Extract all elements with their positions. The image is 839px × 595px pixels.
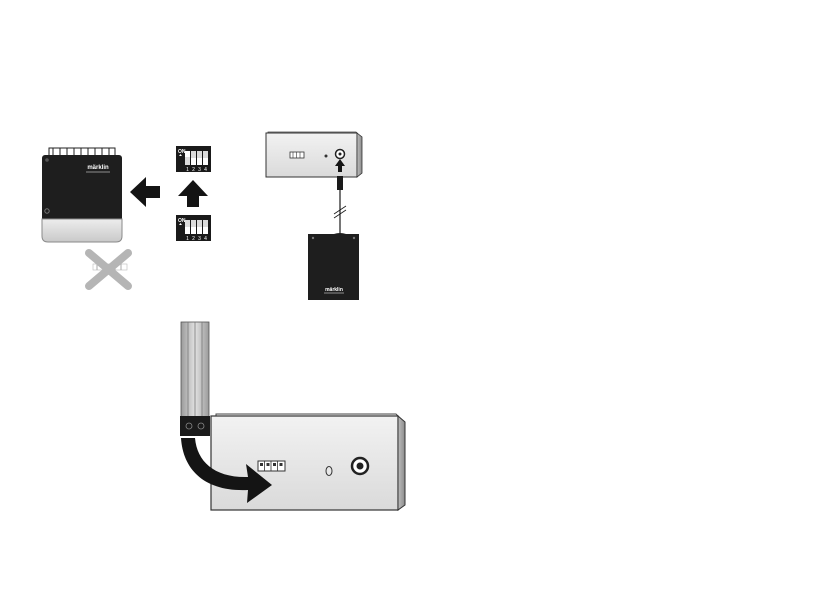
arrow-left-icon bbox=[130, 177, 160, 207]
remote-device-brand-label: märklin bbox=[325, 287, 343, 293]
crossed-out-connector bbox=[89, 253, 128, 286]
dip-switch-number: 4 bbox=[204, 236, 207, 242]
dip-switch-bottom: ON 1 2 3 4 bbox=[176, 215, 211, 242]
ribbon-cable bbox=[180, 322, 210, 436]
dip-switch-on-label: ON bbox=[178, 149, 186, 155]
decoder-brand-label: märklin bbox=[87, 165, 109, 171]
dip-switch-number: 3 bbox=[198, 236, 201, 242]
cable-connector bbox=[180, 416, 210, 436]
interface-box-small bbox=[266, 132, 362, 177]
dip-switch-number: 2 bbox=[192, 167, 195, 173]
dip-switch-number: 4 bbox=[204, 167, 207, 173]
terminal-block bbox=[290, 152, 304, 158]
screw-icon bbox=[45, 158, 49, 162]
dip-switch-number: 1 bbox=[186, 167, 189, 173]
decoder-base bbox=[42, 219, 122, 242]
led-icon bbox=[325, 155, 328, 158]
dip-switch-on-label: ON bbox=[178, 218, 186, 224]
plug-icon bbox=[337, 176, 343, 190]
decoder-device: märklin bbox=[42, 148, 122, 242]
remote-device: märklin bbox=[308, 233, 359, 300]
dip-switch-number: 1 bbox=[186, 236, 189, 242]
decoder-pin-row bbox=[49, 148, 115, 156]
arrow-up-icon bbox=[178, 180, 208, 207]
decoder-body bbox=[42, 155, 122, 221]
led-icon bbox=[326, 467, 332, 476]
dip-switch-number: 3 bbox=[198, 167, 201, 173]
interface-box-large bbox=[211, 414, 405, 510]
dip-switch-top: ON 1 2 3 4 bbox=[176, 146, 211, 173]
dip-switch-number: 2 bbox=[192, 236, 195, 242]
